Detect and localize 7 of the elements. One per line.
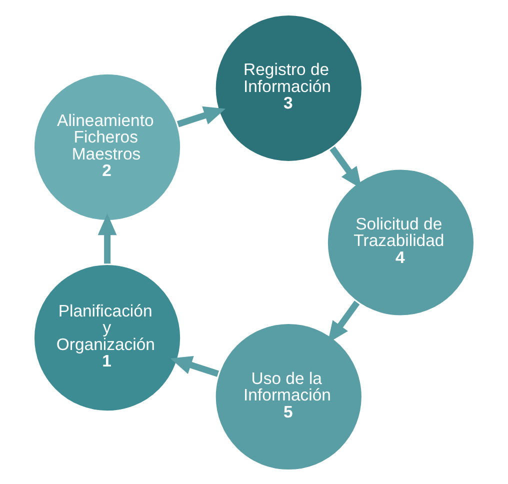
node-circle: Solicitud de Trazabilidad 4 (325, 166, 476, 318)
node-circle: Alineamiento Ficheros Maestros 2 (32, 71, 183, 222)
arrow (176, 106, 226, 127)
arrow (98, 213, 117, 264)
arrow (170, 356, 219, 376)
arrow (328, 300, 360, 343)
arrow (330, 146, 362, 188)
